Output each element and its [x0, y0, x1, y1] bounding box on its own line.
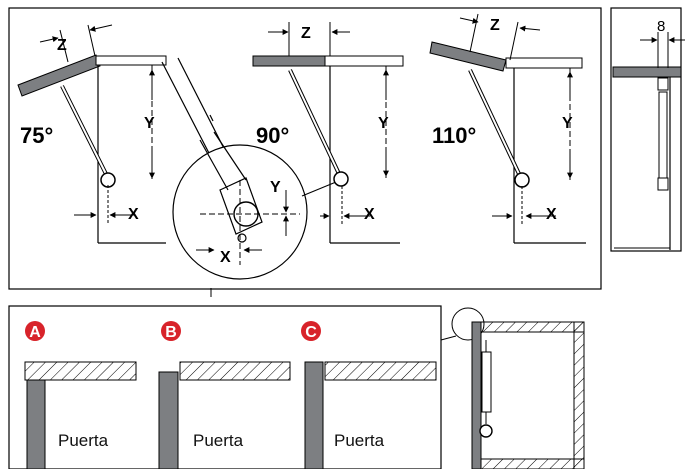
door-label-a: Puerta — [58, 431, 109, 450]
x-label-110: X — [546, 206, 557, 223]
angle-label-75: 75° — [20, 123, 53, 148]
cabinet-top-shelf — [479, 321, 585, 333]
angle-label-110: 110° — [432, 123, 476, 148]
side-width-label: 8 — [657, 18, 665, 35]
assembly-75: Z Y 75° X — [17, 24, 167, 244]
x-label-75: X — [128, 206, 139, 223]
door-c — [304, 361, 324, 469]
cabinet-strut — [481, 351, 492, 413]
z-label-75: Z — [57, 37, 67, 54]
door-label-b: Puerta — [193, 431, 244, 450]
lid-75 — [17, 54, 101, 97]
strut-anchor-75 — [100, 172, 116, 188]
cabinet-back-wall — [573, 321, 585, 469]
zoom-pivot-inner — [237, 233, 247, 243]
cabinet-side-panel — [440, 307, 585, 469]
z-label-90: Z — [301, 25, 311, 42]
lid-110 — [429, 41, 507, 72]
door-b — [158, 371, 179, 469]
assembly-90: Z Y 90° X — [252, 22, 404, 244]
cabinet-top-75 — [95, 55, 167, 66]
z-arrow-left-75 — [39, 36, 59, 43]
variant-b: B Puerta — [158, 321, 291, 469]
side-view-frame — [610, 7, 682, 252]
x-label-90: X — [364, 206, 375, 223]
variant-a: A Puerta — [24, 321, 137, 469]
variant-c: C Puerta — [301, 321, 437, 469]
y-label-110: Y — [562, 115, 573, 132]
shelf-a — [24, 361, 137, 381]
cabinet-strut-anchor — [479, 424, 493, 438]
cabinet-bottom-shelf — [479, 458, 585, 469]
side-view-bracket — [657, 77, 669, 91]
z-ext-75b — [87, 24, 96, 57]
angle-label-90: 90° — [256, 123, 289, 148]
door-label-c: Puerta — [334, 431, 385, 450]
top-panel: Z Y 75° X Y — [8, 7, 602, 297]
side-view-strut — [658, 91, 668, 179]
badge-c — [301, 321, 321, 341]
bottom-panel-frame — [8, 305, 442, 469]
lid-90 — [252, 55, 326, 67]
y-label-90: Y — [378, 115, 389, 132]
y-label-zoom: Y — [270, 179, 281, 196]
y-label-75: Y — [144, 115, 155, 132]
x-label-zoom: X — [220, 249, 231, 266]
badge-b — [161, 321, 181, 341]
top-panel-frame — [8, 7, 602, 290]
door-a — [26, 379, 46, 469]
badge-a-label: A — [29, 324, 41, 341]
badge-a — [25, 321, 45, 341]
side-view-anchor — [657, 177, 669, 191]
cabinet-top-110 — [505, 57, 583, 69]
z-label-110: Z — [490, 17, 500, 34]
side-view-lid — [612, 66, 682, 78]
assembly-110: Z Y 110° X — [429, 13, 586, 244]
badge-b-label: B — [165, 324, 177, 341]
side-view-panel: 8 — [610, 7, 685, 252]
bottom-panel: A Puerta B Puerta C Puerta — [8, 305, 442, 469]
cabinet-top-90 — [324, 55, 404, 67]
zoom-detail: Y X — [161, 57, 337, 297]
z-ext-75a — [59, 29, 69, 63]
strut-anchor-90 — [333, 171, 349, 187]
z-arrow-right-75 — [89, 24, 113, 32]
cabinet-door — [471, 321, 482, 469]
zoom-leader — [301, 181, 337, 197]
badge-c-label: C — [305, 324, 317, 341]
shelf-b — [179, 361, 291, 381]
strut-anchor-110 — [514, 172, 530, 188]
shelf-c — [324, 361, 437, 381]
